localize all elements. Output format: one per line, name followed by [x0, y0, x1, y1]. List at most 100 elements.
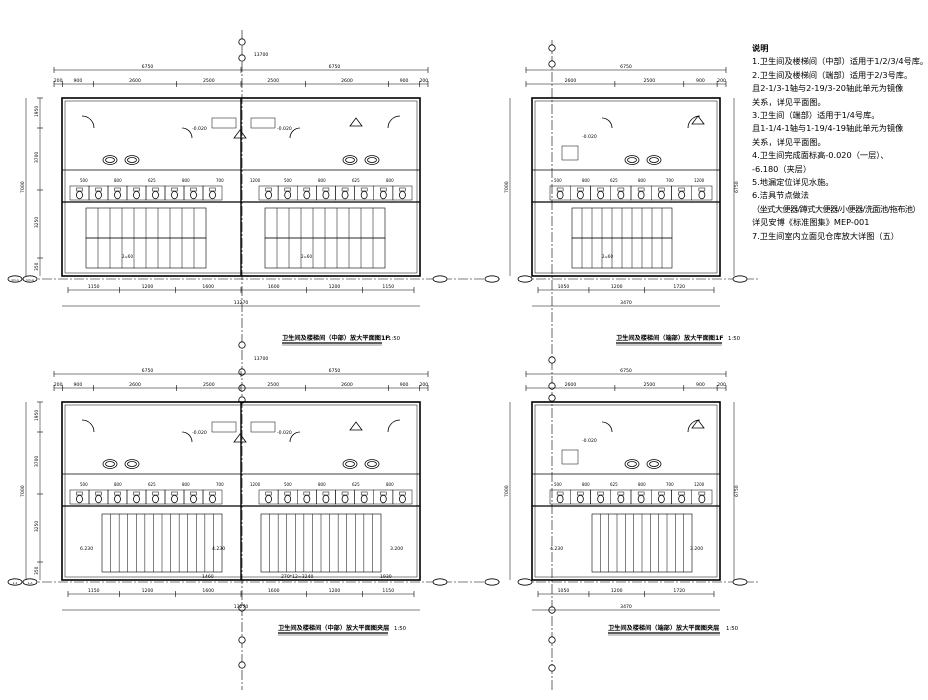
dim-text: 2600 [341, 78, 353, 84]
plan-title-end-mezzanine: 卫生间及楼梯间（端部）放大平面图夹层 [608, 624, 719, 632]
floor-drain-icon [691, 419, 705, 429]
toilet-tank [678, 491, 685, 496]
toilet-fixture [190, 190, 197, 200]
toilet-fixture [379, 494, 387, 504]
dim-text: 800 [386, 178, 394, 183]
washbasin [102, 459, 118, 469]
toilet-fixture [617, 494, 625, 504]
toilet-tank [617, 187, 625, 192]
axis-bubble [548, 44, 556, 52]
dim-text: 625 [352, 482, 360, 487]
toilet-tank [322, 187, 330, 192]
dim-text: 800 [182, 482, 190, 487]
toilet-tank [114, 187, 121, 192]
dim-text: 6750 [620, 368, 632, 374]
washbasin [364, 459, 380, 469]
elevation-text: -0.020 [582, 438, 597, 444]
elevation-text: 4.230 [212, 546, 225, 552]
axis-label: 1/1-1 [11, 278, 19, 282]
washbasin-bowl [627, 461, 637, 467]
axis-bubble [238, 368, 246, 376]
toilet-fixture [617, 190, 625, 200]
washbasin [124, 155, 140, 165]
stair-calc-text: 270*12=3240 [281, 574, 314, 580]
elevation-text: -0.020 [582, 134, 597, 140]
washbasin [624, 459, 640, 469]
toilet-tank [597, 187, 604, 192]
axis-bubble [548, 636, 556, 644]
note-line-4: 关系，详见平面图。 [752, 96, 826, 107]
mop-sink [211, 421, 237, 433]
axis-bubble [432, 275, 448, 283]
dim-text: 700 [666, 178, 674, 183]
dim-text: 1200 [250, 178, 261, 183]
dim-text: 1600 [268, 588, 280, 594]
dim-text: 2500 [267, 382, 279, 388]
toilet-stall [691, 489, 713, 505]
building-wall [531, 97, 721, 277]
dim-text: 7000 [20, 181, 26, 193]
toilet-fixture [95, 190, 102, 200]
door-swing [81, 115, 95, 129]
washbasin [646, 155, 662, 165]
dim-text: 200 [54, 78, 63, 84]
toilet-fixture [284, 494, 292, 504]
toilet-fixture [152, 190, 159, 200]
dim-text: 7000 [504, 181, 510, 193]
toilet-fixture [341, 494, 349, 504]
toilet-tank [76, 491, 83, 496]
washbasin [646, 459, 662, 469]
axis-bubble [548, 60, 556, 68]
dim-text: 1600 [202, 588, 214, 594]
axis-bubble [238, 38, 246, 46]
toilet-tank [133, 491, 140, 496]
toilet-tank [133, 187, 140, 192]
dim-text: 1050 [558, 284, 570, 290]
toilet-tank [556, 187, 564, 192]
toilet-fixture [171, 190, 178, 200]
dim-text: 1200 [250, 482, 261, 487]
door-swing [687, 419, 701, 433]
dim-text: 3700 [34, 152, 40, 163]
elevation-text: -0.020 [192, 126, 207, 132]
dim-text: 800 [582, 178, 590, 183]
dim-text: 800 [318, 482, 326, 487]
toilet-stall [202, 185, 223, 201]
stair-mark: 2=60 [602, 254, 613, 259]
plan-title-mid-1f: 卫生间及楼梯间（中部）放大平面图1F [282, 334, 390, 342]
toilet-fixture [556, 190, 564, 200]
dim-text: 2500 [643, 78, 655, 84]
dim-text: 1950 [34, 410, 40, 421]
dim-text: 700 [216, 482, 224, 487]
toilet-fixture [322, 190, 330, 200]
toilet-tank [114, 491, 121, 496]
dim-text: 6750 [734, 181, 740, 193]
toilet-tank [76, 187, 83, 192]
toilet-tank [577, 187, 584, 192]
toilet-stall [202, 489, 223, 505]
dim-text: 500 [554, 482, 562, 487]
dim-text: 900 [74, 382, 83, 388]
washbasin-bowl [649, 461, 659, 467]
toilet-fixture [678, 190, 686, 200]
toilet-tank [190, 491, 197, 496]
dim-text: 1720 [673, 284, 685, 290]
toilet-tank [341, 187, 349, 192]
toilet-tank [637, 491, 645, 496]
washbasin [364, 155, 380, 165]
door-swing [601, 117, 613, 129]
scale-text: 1:50 [388, 336, 401, 342]
note-line-6: 且1-1/4-1轴与1-19/4-19轴此单元为镜像 [752, 123, 904, 134]
axis-bubble [238, 604, 246, 612]
toilet-tank [597, 491, 604, 496]
toilet-tank [265, 491, 272, 496]
dim-text: 2600 [341, 382, 353, 388]
dim-text: 350 [34, 566, 40, 575]
dim-text: 3700 [34, 456, 40, 467]
dim-text: 625 [148, 482, 156, 487]
toilet-tank [322, 491, 330, 496]
washbasin [624, 155, 640, 165]
toilet-fixture [265, 190, 272, 200]
toilet-fixture [341, 190, 349, 200]
note-line-3: 且2-1/3-1轴与2-19/3-20轴此单元为镜像 [752, 83, 904, 94]
